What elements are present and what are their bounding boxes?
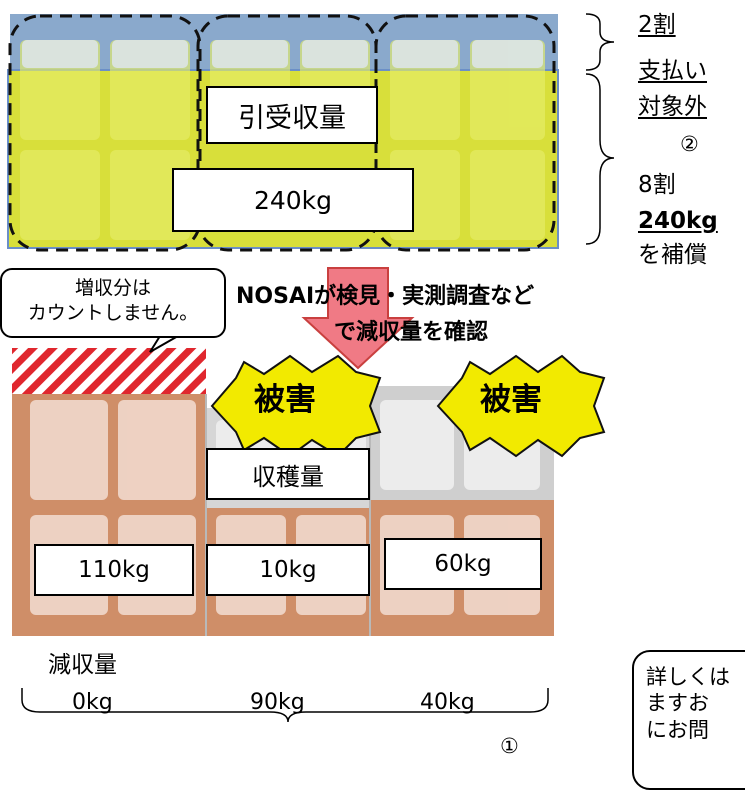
top-plant-tiles-upper	[22, 40, 543, 68]
increase-callout: 増収分は カウントしません。	[0, 268, 226, 338]
decrease-3: 40kg	[420, 690, 475, 715]
inspection-text-line1: NOSAIが検見・実測調査など	[236, 284, 535, 309]
callout-pointer	[149, 335, 179, 353]
value-box-3: 60kg	[384, 538, 542, 590]
marker-2: ②	[680, 132, 699, 156]
harvest-label: 収穫量	[252, 462, 324, 491]
label-80-percent: 8割	[638, 172, 676, 198]
guaranteed-yield-label: 引受収量	[238, 102, 346, 134]
down-arrow	[301, 267, 415, 370]
label-20-percent: 2割	[638, 12, 676, 38]
marker-1: ①	[500, 734, 519, 758]
damage-burst-right	[436, 354, 606, 458]
label-payment: 支払い	[638, 58, 707, 84]
label-compensation-amount: 240kg	[638, 208, 718, 234]
value-2: 10kg	[259, 557, 317, 583]
decrease-1: 0kg	[72, 690, 113, 715]
guaranteed-amount-label: 240kg	[253, 185, 333, 215]
brace-80-percent	[585, 73, 615, 245]
decrease-2: 90kg	[250, 690, 305, 715]
bottom-striped-increase	[12, 348, 206, 394]
brace-20-percent	[585, 13, 615, 71]
increase-callout-line1: 増収分は	[74, 277, 151, 299]
damage-burst-left	[210, 354, 382, 458]
damage-label-left: 被害	[254, 382, 316, 418]
value-1: 110kg	[78, 557, 150, 583]
harvest-box: 収穫量	[206, 448, 370, 500]
label-compensate: を補償	[638, 242, 707, 268]
increase-callout-line2: カウントしません。	[27, 301, 199, 324]
top-dashed-plots	[8, 14, 556, 252]
note-box: 詳しくは ますお にお問	[632, 650, 745, 790]
damage-label-right: 被害	[480, 382, 542, 418]
bottom-bracket	[21, 688, 549, 723]
guaranteed-amount-box: 240kg	[172, 168, 414, 232]
value-box-2: 10kg	[206, 544, 370, 596]
inspection-text-line2: で減収量を確認	[334, 320, 489, 345]
label-excluded: 対象外	[638, 94, 707, 120]
value-3: 60kg	[434, 551, 492, 577]
decrease-title: 減収量	[48, 652, 117, 678]
note-line1: 詳しくは	[646, 665, 730, 689]
note-line3: にお問	[646, 717, 709, 742]
guaranteed-yield-box: 引受収量	[206, 86, 378, 144]
note-line2: ますお	[646, 691, 709, 716]
value-box-1: 110kg	[34, 544, 194, 596]
